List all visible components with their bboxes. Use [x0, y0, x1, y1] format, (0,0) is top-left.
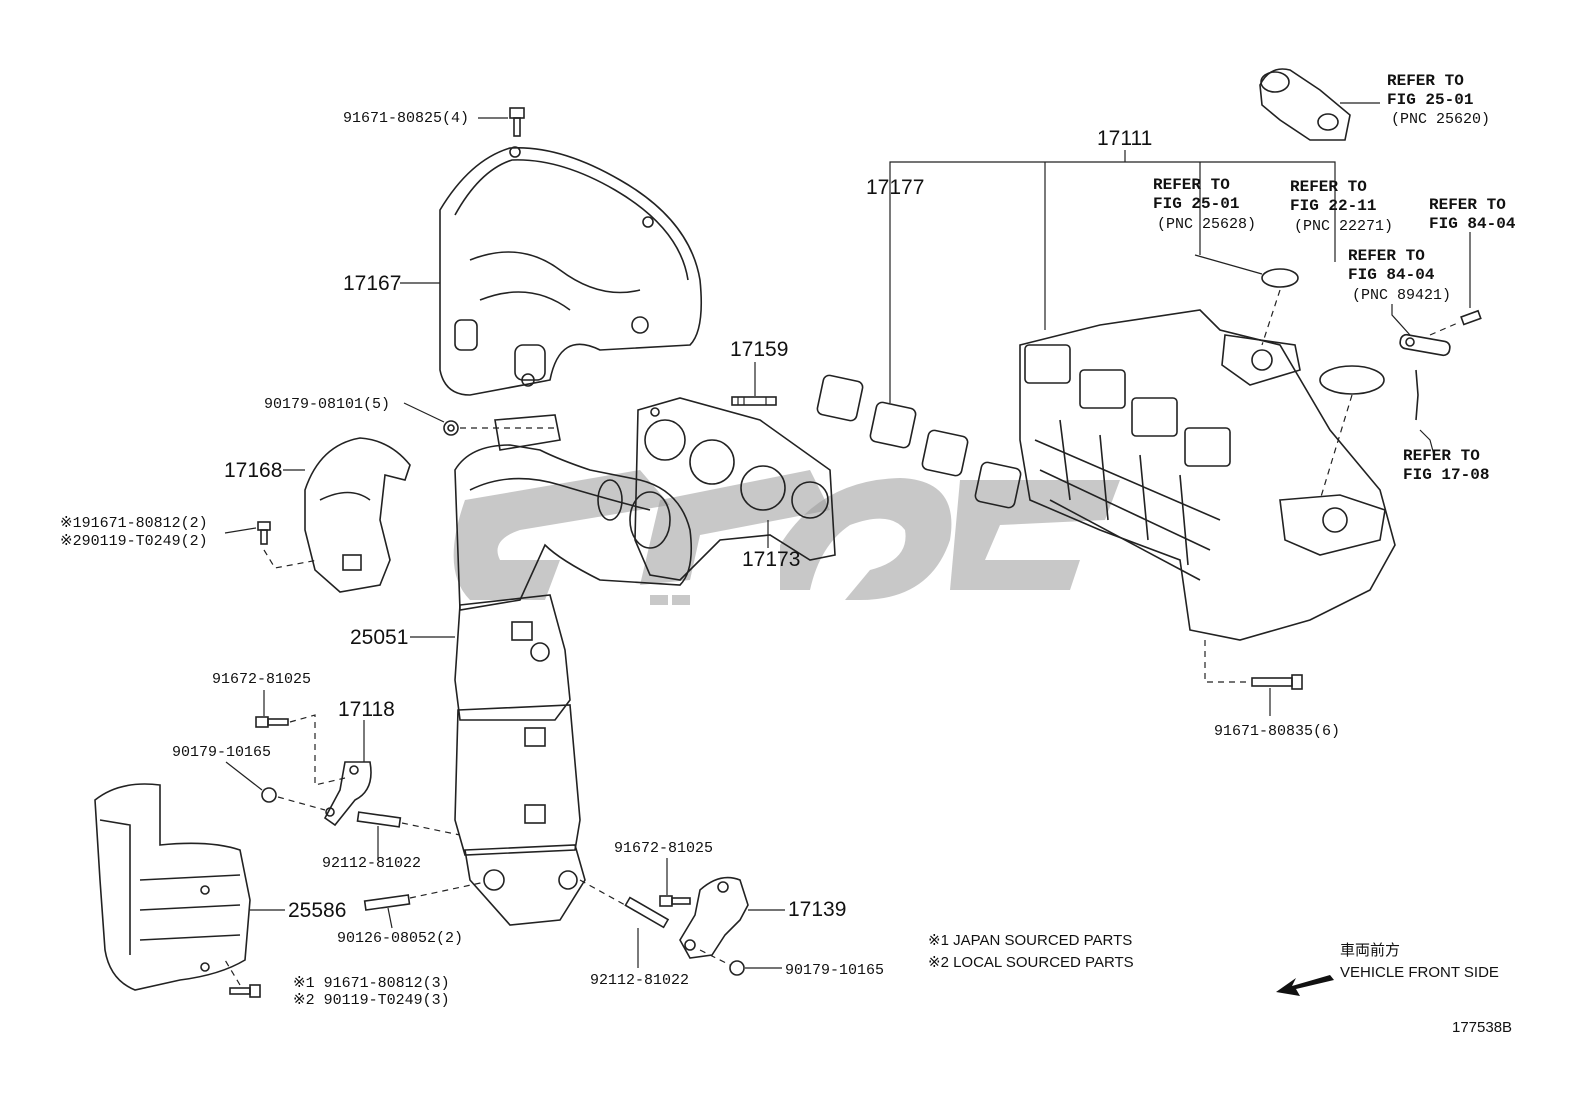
svg-text:FIG 22-11: FIG 22-11 [1290, 197, 1376, 215]
bolt-91671-80825-icon [509, 107, 525, 137]
stud-90126-08052-icon [363, 894, 411, 911]
label-fastener-f7: 90126-08052(2) [337, 930, 463, 947]
label-fastener-f4: 91672-81025 [212, 671, 311, 688]
svg-text:FIG 25-01: FIG 25-01 [1387, 91, 1473, 109]
bolt-91672-81025-right-icon [659, 895, 691, 907]
label-fastener-f1: 91671-80825(4) [343, 110, 469, 127]
nut-90179-10165-right-icon [729, 960, 745, 976]
nut-90179-08101-icon [443, 420, 459, 436]
label-fastener-f8b: ※2 90119-T0249(3) [293, 992, 450, 1009]
nut-90179-10165-icon [261, 787, 277, 803]
label-fastener-f10: 92112-81022 [590, 972, 689, 989]
label-fastener-f8a: ※1 91671-80812(3) [293, 975, 450, 992]
label-part-17173: 17173 [742, 548, 800, 571]
front-label-en: VEHICLE FRONT SIDE [1340, 964, 1499, 981]
vehicle-front-arrow-icon [1276, 975, 1334, 996]
label-fastener-f2: 90179-08101(5) [264, 396, 390, 413]
throttle-body-25620 [1259, 68, 1351, 141]
stud-92112-81022-right-icon [624, 896, 670, 929]
o-ring-25628 [1261, 268, 1299, 288]
label-part-17139: 17139 [788, 898, 846, 921]
note-local-sourced: ※2 LOCAL SOURCED PARTS [928, 954, 1134, 971]
svg-text:REFER TO: REFER TO [1387, 72, 1464, 90]
label-part-25586: 25586 [288, 899, 346, 922]
label-part-17111: 17111 [1097, 127, 1152, 150]
bolt-91671-80812-lower-icon [229, 984, 261, 998]
svg-text:REFER TO: REFER TO [1153, 176, 1230, 194]
svg-text:REFER TO: REFER TO [1290, 178, 1367, 196]
watermark-logo [453, 470, 1120, 605]
label-part-25051: 25051 [350, 626, 408, 649]
reference-r5: REFER TO FIG 84-04 (PNC 89421) [1348, 247, 1451, 304]
svg-text:FIG 84-04: FIG 84-04 [1429, 215, 1516, 233]
gaskets-17177 [816, 374, 1022, 509]
reference-r6: REFER TO FIG 17-08 [1403, 447, 1489, 484]
stud-17159-icon [731, 396, 777, 406]
heat-insulator-17167 [439, 146, 703, 396]
reference-r4: REFER TO FIG 84-04 [1429, 196, 1516, 233]
label-fastener-f6: 92112-81022 [322, 855, 421, 872]
vsv-bracket-89421 [1399, 333, 1451, 421]
label-fastener-f5: 90179-10165 [172, 744, 271, 761]
bracket-17139 [679, 876, 749, 959]
svg-text:FIG 25-01: FIG 25-01 [1153, 195, 1239, 213]
heat-insulator-17168 [304, 437, 411, 593]
svg-text:REFER TO: REFER TO [1403, 447, 1480, 465]
reference-r1: REFER TO FIG 25-01 (PNC 25620) [1387, 72, 1490, 128]
svg-text:FIG 17-08: FIG 17-08 [1403, 466, 1489, 484]
label-fastener-f11: 90179-10165 [785, 962, 884, 979]
label-part-17118: 17118 [338, 698, 395, 721]
label-fastener-f9: 91672-81025 [614, 840, 713, 857]
heat-insulator-25586 [94, 783, 251, 991]
label-part-17168: 17168 [224, 459, 282, 482]
bolt-91671-80812-icon [257, 521, 271, 545]
svg-text:REFER TO: REFER TO [1429, 196, 1506, 214]
svg-text:(PNC 22271): (PNC 22271) [1294, 218, 1393, 235]
svg-text:(PNC 89421): (PNC 89421) [1352, 287, 1451, 304]
label-part-17177: 17177 [866, 176, 924, 199]
label-fastener-f12: 91671-80835(6) [1214, 723, 1340, 740]
bolt-91672-81025-icon [255, 716, 289, 728]
svg-text:REFER TO: REFER TO [1348, 247, 1425, 265]
exhaust-manifold-25051 [454, 414, 693, 926]
label-part-17159: 17159 [730, 338, 788, 361]
bolt-91671-80835-icon [1251, 674, 1303, 690]
label-fastener-f3a: ※191671-80812(2) [60, 515, 208, 532]
gasket-17173 [634, 397, 836, 581]
label-fastener-f3b: ※290119-T0249(2) [60, 533, 208, 550]
o-ring-22271 [1319, 365, 1385, 395]
stud-92112-81022-icon [356, 811, 402, 828]
diagram-code: 177538B [1452, 1019, 1512, 1036]
reference-r2: REFER TO FIG 25-01 (PNC 25628) [1153, 176, 1256, 233]
intake-manifold-17111 [1019, 309, 1396, 641]
svg-text:FIG 84-04: FIG 84-04 [1348, 266, 1435, 284]
svg-text:(PNC 25620): (PNC 25620) [1391, 111, 1490, 128]
front-label-jp: 車両前方 [1340, 942, 1400, 959]
bracket-17118 [323, 761, 372, 827]
note-japan-sourced: ※1 JAPAN SOURCED PARTS [928, 932, 1132, 949]
label-part-17167: 17167 [343, 272, 401, 295]
reference-r3: REFER TO FIG 22-11 (PNC 22271) [1290, 178, 1393, 235]
svg-text:(PNC 25628): (PNC 25628) [1157, 216, 1256, 233]
bolt-ref-84-04-icon [1460, 309, 1482, 326]
